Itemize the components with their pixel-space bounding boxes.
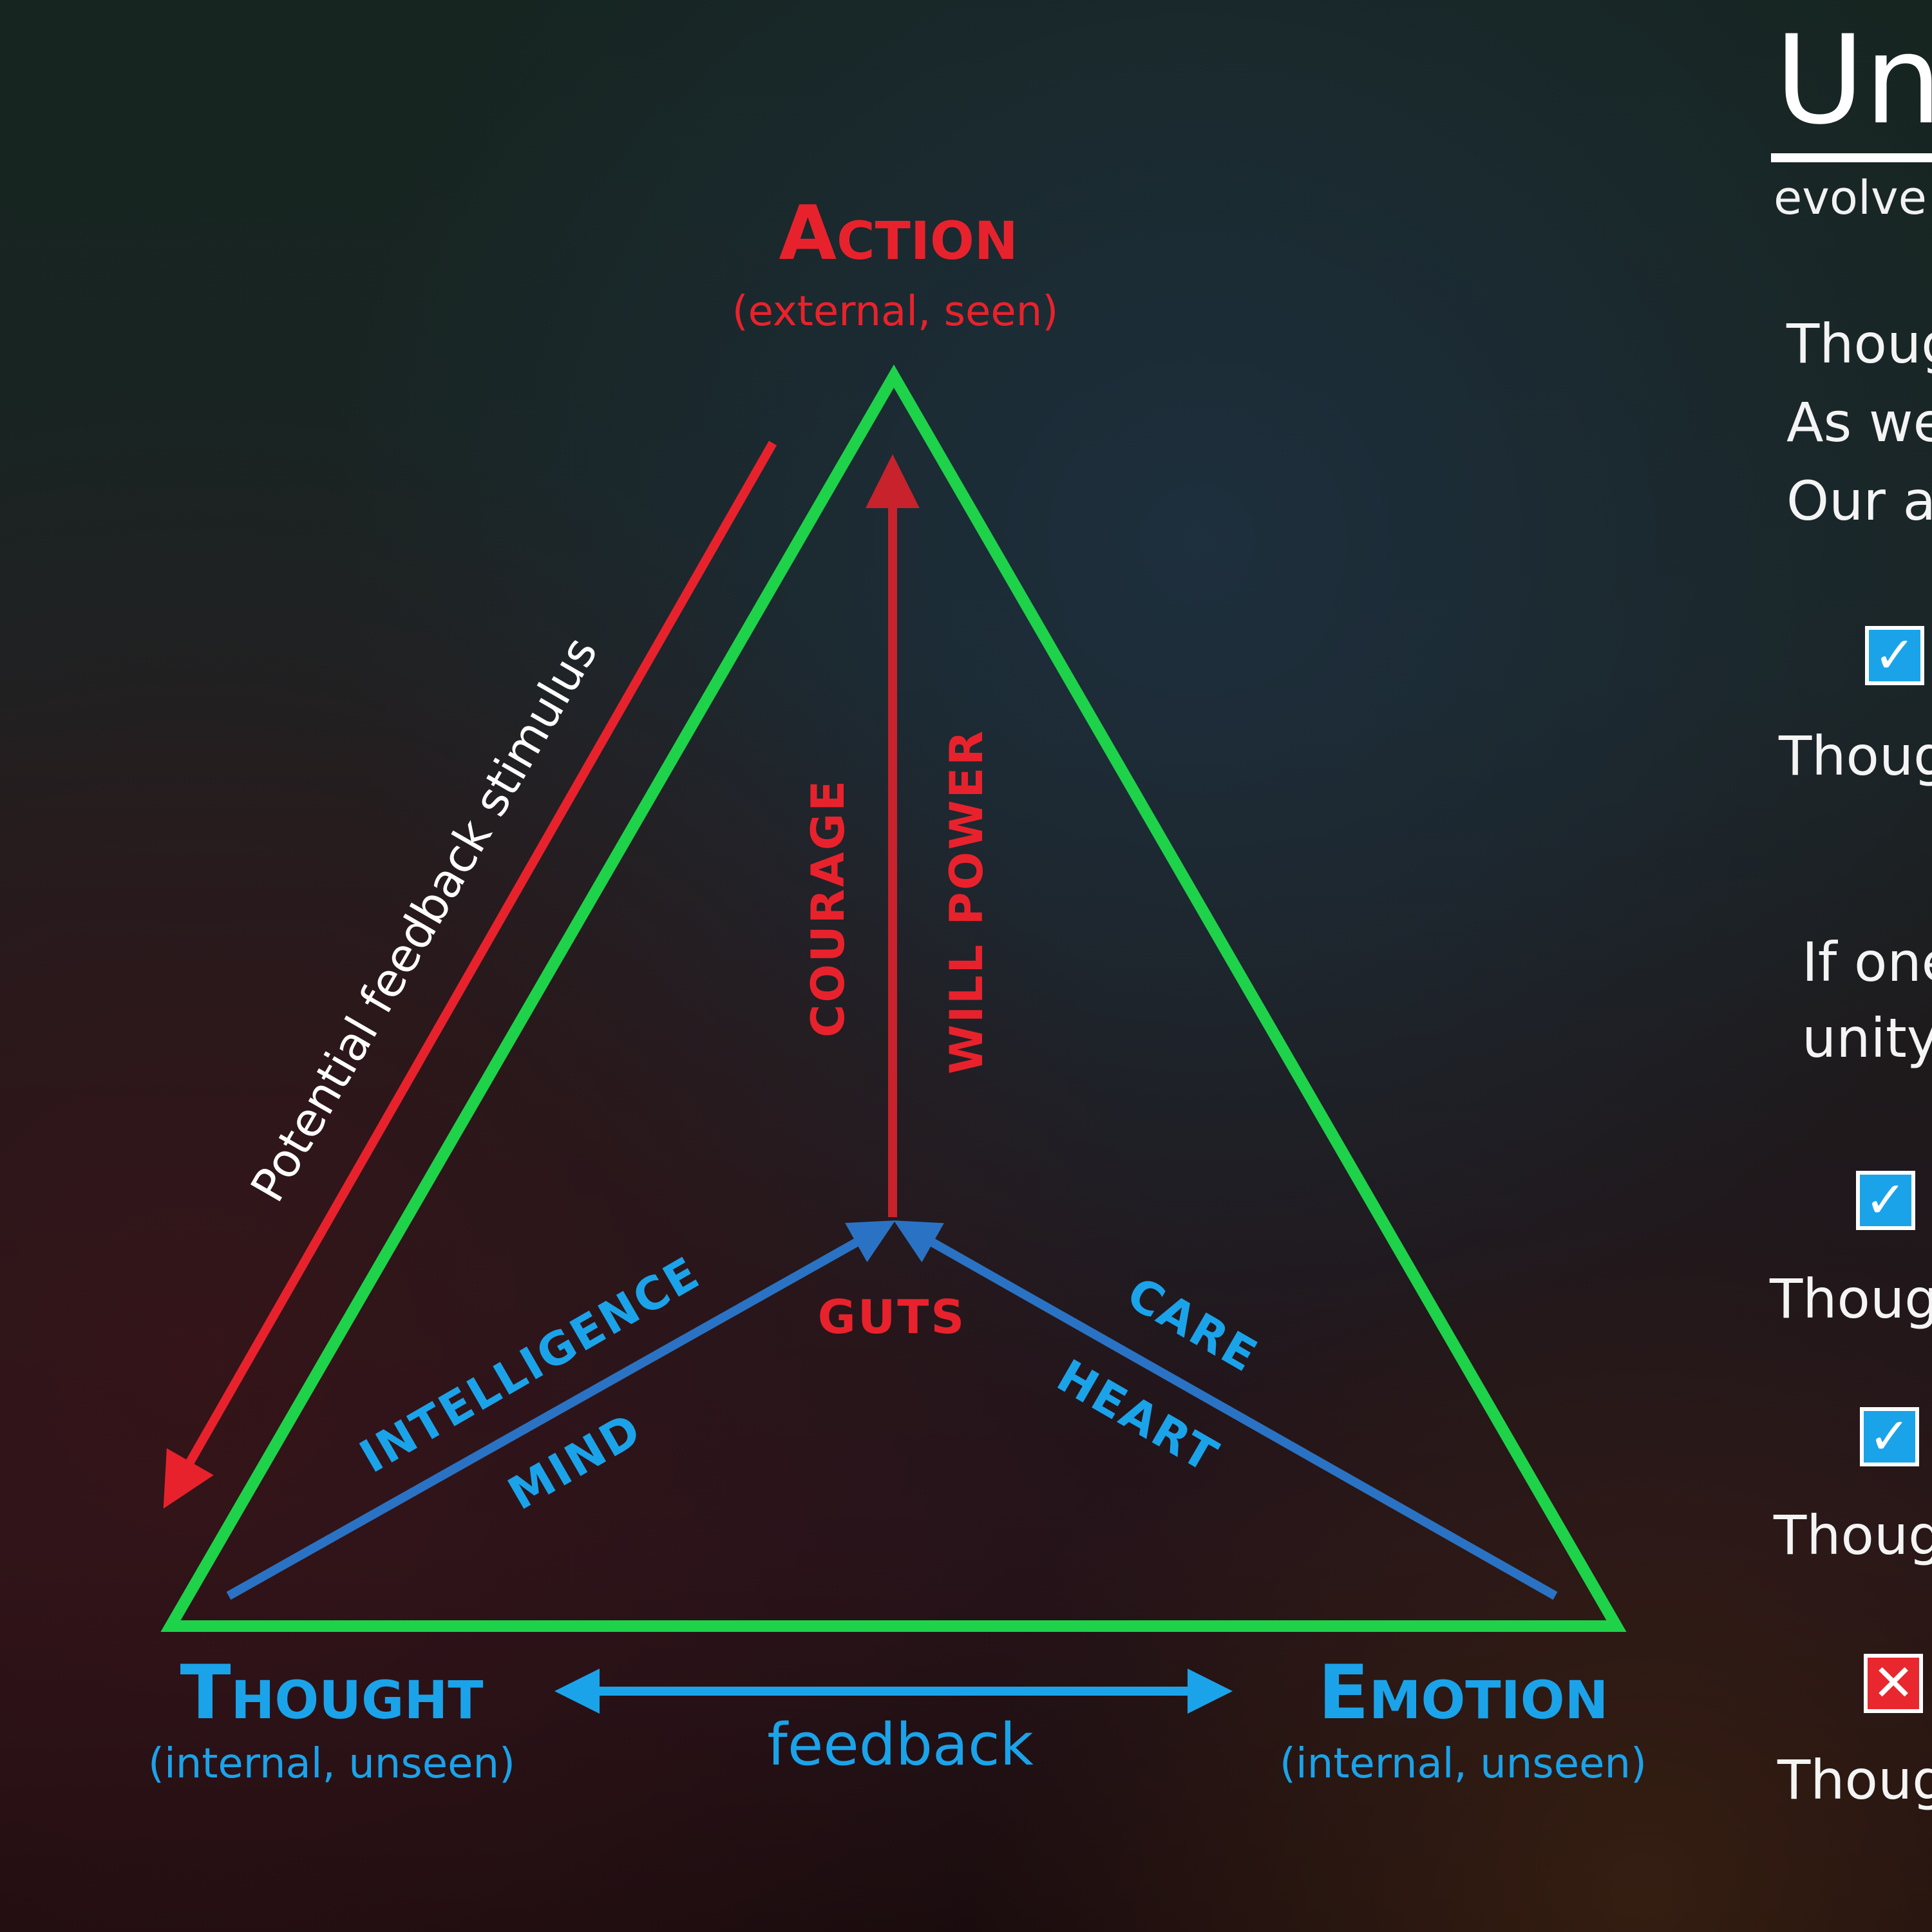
- mind-label: MIND: [499, 1403, 650, 1520]
- title-underline: [1771, 153, 1932, 162]
- section-2-line-1: If one: [1802, 931, 1932, 994]
- check-icon: ✓: [1860, 1407, 1919, 1466]
- check-mark: ✓: [1873, 627, 1916, 685]
- section-2-line-2: unity: [1802, 1007, 1932, 1070]
- action-subtitle: (external, seen): [732, 288, 1059, 336]
- feedback-stimulus-arrow: [163, 440, 777, 1509]
- action-title: Action: [779, 190, 1018, 277]
- guts-label: GUTS: [818, 1290, 967, 1344]
- check-mark: ✓: [1864, 1171, 1907, 1229]
- section-5-text: Thoug: [1777, 1748, 1932, 1812]
- intro-line-3: Our a: [1786, 469, 1932, 533]
- panel-title: Un: [1775, 9, 1932, 151]
- check-mark: ✓: [1868, 1408, 1911, 1466]
- check-icon: ✓: [1865, 626, 1924, 685]
- section-3-text: Thoug: [1770, 1267, 1932, 1331]
- heart-label: HEART: [1048, 1349, 1227, 1483]
- will-power-label: WILL POWER: [940, 729, 993, 1075]
- side-panel: Un evolve Thoug As we Our a ✓ Thoug If o…: [1765, 0, 1932, 1932]
- check-icon: ✓: [1856, 1171, 1915, 1230]
- section-4-text: Thoug: [1774, 1504, 1932, 1567]
- thought-subtitle: (internal, unseen): [148, 1740, 515, 1788]
- mind-arrow: [226, 1220, 896, 1600]
- feedback-stimulus-label: Potential feedback stimulus: [240, 628, 608, 1211]
- cross-mark: ✕: [1872, 1654, 1915, 1712]
- thought-title: Thought: [180, 1649, 483, 1736]
- triangle-outline: [160, 365, 1627, 1632]
- courage-label: COURAGE: [802, 779, 855, 1037]
- feedback-label: feedback: [767, 1711, 1033, 1779]
- cross-icon: ✕: [1864, 1654, 1923, 1713]
- section-1-text: Thoug: [1779, 724, 1932, 788]
- emotion-title: Emotion: [1318, 1649, 1609, 1736]
- emotion-subtitle: (internal, unseen): [1280, 1740, 1647, 1788]
- heart-arrow: [893, 1220, 1558, 1600]
- intelligence-label: INTELLIGENCE: [351, 1246, 709, 1483]
- intro-line-2: As we: [1786, 391, 1932, 454]
- intro-line-1: Thoug: [1786, 312, 1932, 375]
- panel-subtitle: evolve: [1774, 171, 1927, 225]
